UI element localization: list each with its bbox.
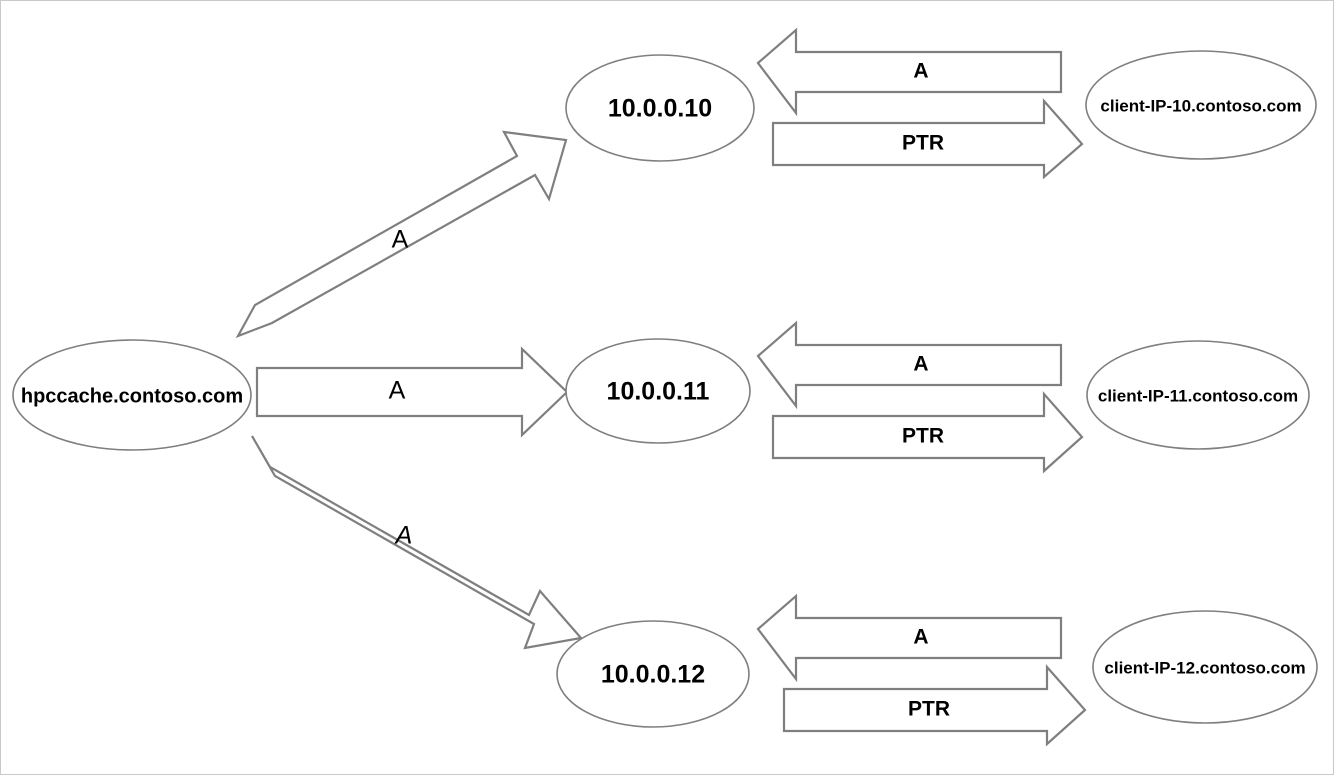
node-client-10[interactable]: client-IP-10.contoso.com	[1085, 50, 1317, 160]
node-client-11-label: client-IP-11.contoso.com	[1098, 386, 1298, 405]
arrow-shape-up-right	[235, 130, 568, 339]
node-client-11[interactable]: client-IP-11.contoso.com	[1086, 340, 1310, 450]
edge-a-client-10[interactable]: A	[756, 27, 1063, 117]
edge-a-client-12[interactable]: A	[756, 593, 1063, 683]
node-ip-10-label: 10.0.0.10	[608, 95, 712, 123]
node-ip-11-label: 10.0.0.11	[607, 378, 710, 406]
node-hpccache[interactable]: hpccache.contoso.com	[12, 339, 252, 451]
node-client-12-label: client-IP-12.contoso.com	[1104, 658, 1305, 677]
edge-a-bottom[interactable]: A	[251, 435, 584, 650]
edge-ptr-12-label: PTR	[908, 698, 950, 721]
arrow-shape-right-ptr-12	[782, 664, 1087, 747]
node-client-11-ellipse	[1086, 340, 1310, 450]
arrow-shape-down-right	[251, 435, 584, 650]
edge-ptr-10-label: PTR	[902, 132, 944, 155]
edge-a-top-label: A	[392, 226, 409, 254]
edge-ptr-12[interactable]: PTR	[782, 664, 1087, 747]
node-ip-10[interactable]: 10.0.0.10	[565, 54, 755, 162]
node-hpccache-ellipse	[12, 339, 252, 451]
edge-a-client-10-label: A	[913, 60, 928, 83]
node-ip-11-ellipse	[565, 338, 751, 444]
edge-ptr-10[interactable]: PTR	[771, 98, 1084, 180]
node-client-12-ellipse	[1092, 610, 1318, 724]
arrow-shape-right-ptr-10	[771, 98, 1084, 180]
node-client-12[interactable]: client-IP-12.contoso.com	[1092, 610, 1318, 724]
edge-a-client-11-label: A	[913, 353, 928, 376]
edge-a-middle[interactable]: A	[255, 346, 569, 438]
arrow-shape-left-a-10	[756, 27, 1063, 117]
arrow-shape-right-ptr-11	[771, 391, 1084, 474]
node-client-10-ellipse	[1085, 50, 1317, 160]
node-ip-11[interactable]: 10.0.0.11	[565, 338, 751, 444]
edge-a-bottom-label: A	[394, 522, 413, 550]
edge-a-top[interactable]: A	[235, 130, 568, 339]
node-ip-10-ellipse	[565, 54, 755, 162]
node-ip-12-ellipse	[556, 620, 750, 728]
edge-a-client-12-label: A	[913, 626, 928, 649]
edge-ptr-11[interactable]: PTR	[771, 391, 1084, 474]
edge-ptr-11-label: PTR	[902, 425, 944, 448]
node-client-10-label: client-IP-10.contoso.com	[1100, 96, 1301, 115]
node-ip-12[interactable]: 10.0.0.12	[556, 620, 750, 728]
arrow-shape-left-a-12	[756, 593, 1063, 683]
arrow-shape-left-a-11	[756, 320, 1063, 410]
arrow-shape-right	[255, 346, 569, 438]
node-hpccache-label: hpccache.contoso.com	[21, 385, 243, 407]
edge-a-client-11[interactable]: A	[756, 320, 1063, 410]
node-ip-12-label: 10.0.0.12	[601, 661, 705, 689]
edge-a-middle-label: A	[389, 377, 406, 405]
